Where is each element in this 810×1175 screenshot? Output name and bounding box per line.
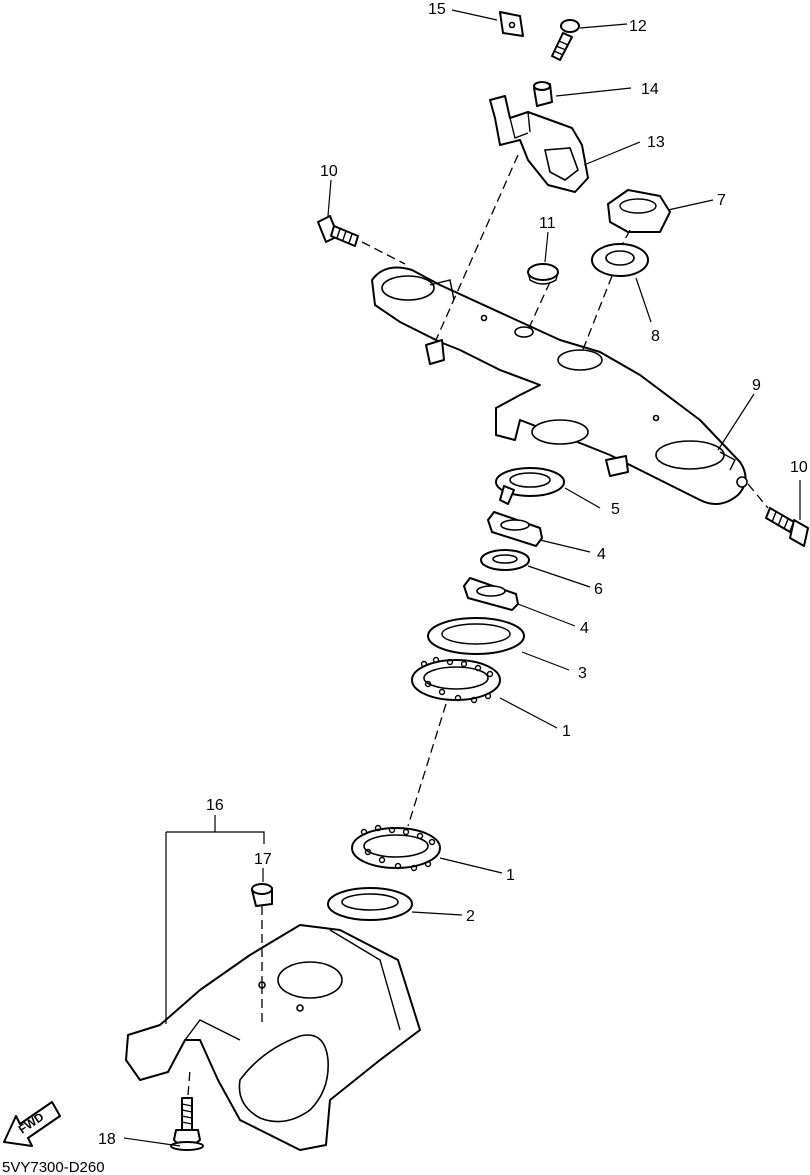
part-1-ball-race-lower [351,824,441,872]
part-11-cap [527,263,559,285]
part-15-plate-clip [499,11,524,37]
drawing-code: 5VY7300-D260 [2,1159,105,1175]
callout-17: 17 [254,851,272,868]
callout-1-upper: 1 [562,723,571,740]
part-14-collar [533,81,553,107]
callout-10-top: 10 [320,163,338,180]
callout-15: 15 [428,1,446,18]
callout-4-top: 4 [597,546,606,563]
part-7-nut [607,189,671,233]
part-16-cover [125,924,421,1151]
part-10-bolt-top [317,215,359,247]
callout-14: 14 [641,81,659,98]
part-4-ring-nut-bottom [463,577,519,611]
callout-16: 16 [206,797,224,814]
fwd-arrow-icon: FWD [3,1101,61,1147]
callout-2: 2 [466,908,475,925]
assembly-lines [187,154,769,1096]
callout-6: 6 [594,581,603,598]
callout-13: 13 [647,134,665,151]
part-5-lock-washer [495,467,565,505]
callout-18: 18 [98,1131,116,1148]
part-6-washer [480,549,530,571]
callout-5: 5 [611,501,620,518]
part-4-ring-nut-top [487,511,543,547]
callout-9: 9 [752,377,761,394]
callout-1-lower: 1 [506,867,515,884]
callout-11: 11 [539,215,556,232]
part-13-bracket [489,95,589,193]
part-2-seal [327,887,413,921]
part-3-dust-seal [427,617,525,655]
leader-lines [123,9,801,1147]
part-12-screw [551,19,580,61]
callout-10-right: 10 [790,459,808,476]
callout-7: 7 [717,192,726,209]
callout-labels: 15 12 14 13 10 11 7 8 9 10 5 4 6 4 3 1 1… [98,1,808,1148]
part-18-bolt [170,1097,204,1151]
part-1-ball-race-upper [411,656,501,704]
callout-8: 8 [651,328,660,345]
callout-12: 12 [629,18,647,35]
part-10-bolt-right [765,507,809,547]
part-8-washer [591,243,649,277]
callout-3: 3 [578,665,587,682]
part-9-upper-bracket [371,266,748,505]
callout-4-bottom: 4 [580,620,589,637]
part-17-collar [251,883,273,907]
